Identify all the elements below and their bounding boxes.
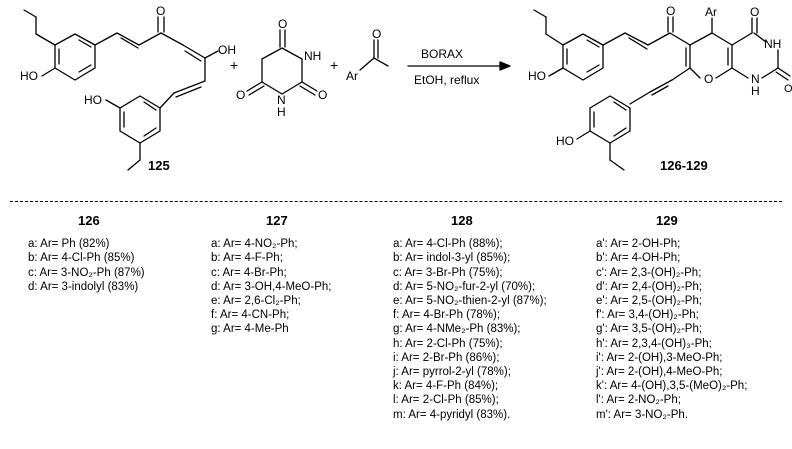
list-item: a': Ar= 2-OH-Ph;: [596, 238, 681, 251]
barbituric-acid-structure: [246, 29, 318, 96]
series-heading: 127: [266, 213, 288, 228]
list-item: a: Ar= 4-Cl-Ph (88%);: [393, 238, 503, 251]
list-item: d: Ar= 3-OH,4-MeO-Ph;: [211, 280, 332, 293]
atom-label: O: [372, 27, 381, 41]
atom-label: O: [318, 88, 327, 102]
list-item: e: Ar= 2,6-Cl₂-Ph;: [211, 295, 301, 308]
atom-label: O: [156, 4, 165, 18]
reagent-label: BORAX: [421, 47, 463, 61]
list-item: l': Ar= 2-NO₂-Ph;: [596, 394, 681, 407]
list-item: i': Ar= 2-(OH),3-MeO-Ph;: [596, 351, 723, 364]
list-item: a: Ar= 4-NO₂-Ph;: [211, 238, 298, 251]
atom-label: HO: [84, 93, 102, 107]
pyranopyrimidine-product-structure: [533, 9, 791, 171]
list-item: f: Ar= 4-CN-Ph;: [211, 309, 290, 322]
list-item: e': Ar= 2,5-(OH)₂-Ph;: [596, 295, 703, 308]
list-item: g: Ar= 4-Me-Ph: [211, 323, 289, 336]
atom-label: NH: [764, 37, 781, 51]
atom-label: Ar: [346, 69, 358, 83]
atom-label: O: [704, 72, 713, 86]
reaction-arrow: [407, 61, 511, 71]
atom-label: Ar: [705, 5, 717, 19]
list-item: m': Ar= 3-NO₂-Ph.: [596, 408, 688, 421]
list-item: d': Ar= 2,4-(OH)₂-Ph;: [596, 280, 703, 293]
list-item: j: Ar= pyrrol-2-yl (78%);: [393, 366, 511, 379]
atom-label: N: [277, 93, 286, 107]
list-item: b': Ar= 4-OH-Ph;: [596, 252, 681, 265]
atom-label: O: [236, 88, 245, 102]
list-item: l: Ar= 2-Cl-Ph (85%);: [393, 394, 499, 407]
series-126: 126 a: Ar= Ph (82%) b: Ar= 4-Cl-Ph (85%)…: [28, 213, 145, 294]
section-divider: [10, 201, 782, 202]
list-item: a: Ar= Ph (82%): [28, 238, 110, 251]
list-item: i: Ar= 2-Br-Ph (86%);: [393, 351, 500, 364]
atom-label: O: [666, 4, 675, 18]
list-item: c: Ar= 3-Br-Ph (75%);: [393, 266, 503, 279]
list-item: j': Ar= 2-(OH),4-MeO-Ph;: [596, 366, 723, 379]
atom-label: OH: [218, 43, 236, 57]
series-heading: 126: [78, 213, 100, 228]
series-heading: 129: [656, 213, 678, 228]
compound-label-125: 125: [148, 158, 170, 173]
atom-label: O: [784, 83, 792, 95]
atom-label: HO: [528, 69, 546, 83]
atom-label: HO: [20, 69, 38, 83]
curcumin-structure: [23, 9, 219, 171]
list-item: b: Ar= indol-3-yl (85%);: [393, 252, 511, 265]
list-item: c': Ar= 2,3-(OH)₂-Ph;: [596, 266, 702, 279]
list-item: g: Ar= 4-NMe₂-Ph (83%);: [393, 323, 521, 336]
list-item: h: Ar= 2-Cl-Ph (75%);: [393, 337, 503, 350]
series-128: 128 a: Ar= 4-Cl-Ph (88%); b: Ar= indol-3…: [393, 213, 547, 422]
atom-label: O: [278, 17, 287, 31]
list-item: g': Ar= 3,5-(OH)₂-Ph;: [596, 323, 703, 336]
atom-label: HO: [556, 134, 574, 148]
list-item: k: Ar= 4-F-Ph (84%);: [393, 380, 499, 393]
list-item: b: Ar= 4-F-Ph;: [211, 252, 283, 265]
atom-label: H: [751, 84, 760, 98]
series-127: 127 a: Ar= 4-NO₂-Ph; b: Ar= 4-F-Ph; c: A…: [211, 213, 332, 337]
atom-label: O: [750, 5, 759, 19]
plus-sign: +: [230, 57, 238, 73]
list-item: f: Ar= 4-Br-Ph (78%);: [393, 309, 501, 322]
list-item: c: Ar= 3-NO₂-Ph (87%): [28, 266, 145, 279]
list-item: c: Ar= 4-Br-Ph;: [211, 266, 287, 279]
list-item: b: Ar= 4-Cl-Ph (85%): [28, 252, 135, 265]
list-item: f': Ar= 3,4-(OH)₂-Ph;: [596, 309, 699, 322]
atom-label: H: [277, 105, 286, 119]
compound-label-126-129: 126-129: [660, 158, 708, 173]
series-heading: 128: [451, 213, 473, 228]
list-item: d: Ar= 5-NO₂-fur-2-yl (70%);: [393, 280, 536, 293]
reaction-scheme: HO O OH HO NH N H O O O O Ar HO O Ar O N…: [20, 4, 792, 171]
series-129: 129 a': Ar= 2-OH-Ph; b': Ar= 4-OH-Ph; c'…: [596, 213, 748, 422]
atom-label: NH: [304, 49, 321, 63]
list-item: h': Ar= 2,3,4-(OH)₃-Ph;: [596, 337, 712, 350]
conditions-label: EtOH, reflux: [414, 73, 479, 87]
list-item: e: Ar= 5-NO₂-thien-2-yl (87%);: [393, 295, 547, 308]
list-item: d: Ar= 3-indolyl (83%): [28, 280, 139, 293]
aldehyde-structure: [359, 39, 389, 71]
atom-label: N: [751, 72, 760, 86]
list-item: k': Ar= 4-(OH),3,5-(MeO)₂-Ph;: [596, 380, 748, 393]
list-item: m: Ar= 4-pyridyl (83%).: [393, 408, 511, 421]
plus-sign: +: [330, 57, 338, 73]
